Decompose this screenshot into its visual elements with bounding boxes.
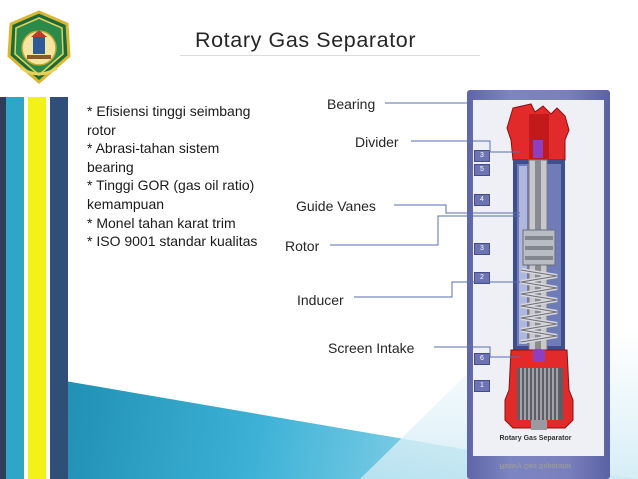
title-underline xyxy=(180,55,480,56)
label-bearing: Bearing xyxy=(327,96,376,112)
label-screen-intake: Screen Intake xyxy=(328,340,415,356)
part-number-badge: 3 xyxy=(474,243,490,255)
list-item: * ISO 9001 standar kualitas xyxy=(87,233,258,250)
label-rotor: Rotor xyxy=(285,238,320,254)
left-stripe-yellow xyxy=(28,97,46,479)
slide-title: Rotary Gas Separator xyxy=(195,28,417,52)
label-guide-vanes: Guide Vanes xyxy=(296,198,376,214)
part-number-badge: 6 xyxy=(474,353,490,365)
diagram-caption: Rotary Gas Separator xyxy=(499,435,572,442)
part-number-badge: 5 xyxy=(474,164,490,176)
university-crest-icon xyxy=(7,10,71,84)
label-inducer: Inducer xyxy=(297,292,344,308)
list-item: * Efisiensi tinggi seimbang rotor xyxy=(87,103,251,138)
left-stripe-gap xyxy=(24,97,28,479)
list-item: * Abrasi-tahan sistem bearing xyxy=(87,140,220,175)
part-number-badge: 4 xyxy=(474,194,490,206)
part-number-badge: 1 xyxy=(474,380,490,392)
part-number-badge: 2 xyxy=(474,272,490,284)
separator-cutaway-illustration xyxy=(504,103,574,430)
list-item: * Tinggi GOR (gas oil ratio) kemampuan xyxy=(87,177,255,212)
label-divider: Divider xyxy=(355,134,399,150)
left-stripe-gap xyxy=(46,97,50,479)
feature-list: * Efisiensi tinggi seimbang rotor * Abra… xyxy=(87,102,262,251)
left-stripe-navy-thin xyxy=(0,97,6,479)
left-stripe-cyan xyxy=(6,97,24,479)
left-stripe-navy xyxy=(50,97,68,479)
list-item: * Monel tahan karat trim xyxy=(87,214,236,231)
part-number-badge: 3 xyxy=(474,150,490,162)
